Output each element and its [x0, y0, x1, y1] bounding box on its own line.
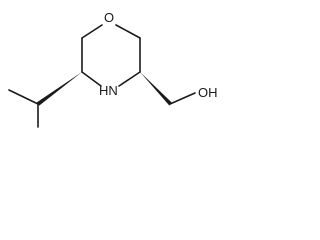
structure-diagram: O HN OH: [8, 10, 218, 128]
bond-isopropyl-methyl-left: [8, 89, 39, 105]
bond-ch2-c-oh: [169, 92, 196, 105]
ring-oxygen-label: O: [104, 10, 114, 25]
ring-nitrogen-label: HN: [99, 83, 118, 98]
wedge-bond-hydroxymethyl: [140, 72, 172, 106]
bond-c-lower-right-n: [118, 71, 141, 87]
bond-o1-c-upper-right: [115, 24, 141, 39]
bond-c-upper-left-o1: [81, 24, 103, 39]
hydroxyl-label: OH: [198, 85, 218, 100]
wedge-bond-isopropyl: [36, 72, 82, 106]
bond-n-c-lower-left: [81, 71, 102, 87]
